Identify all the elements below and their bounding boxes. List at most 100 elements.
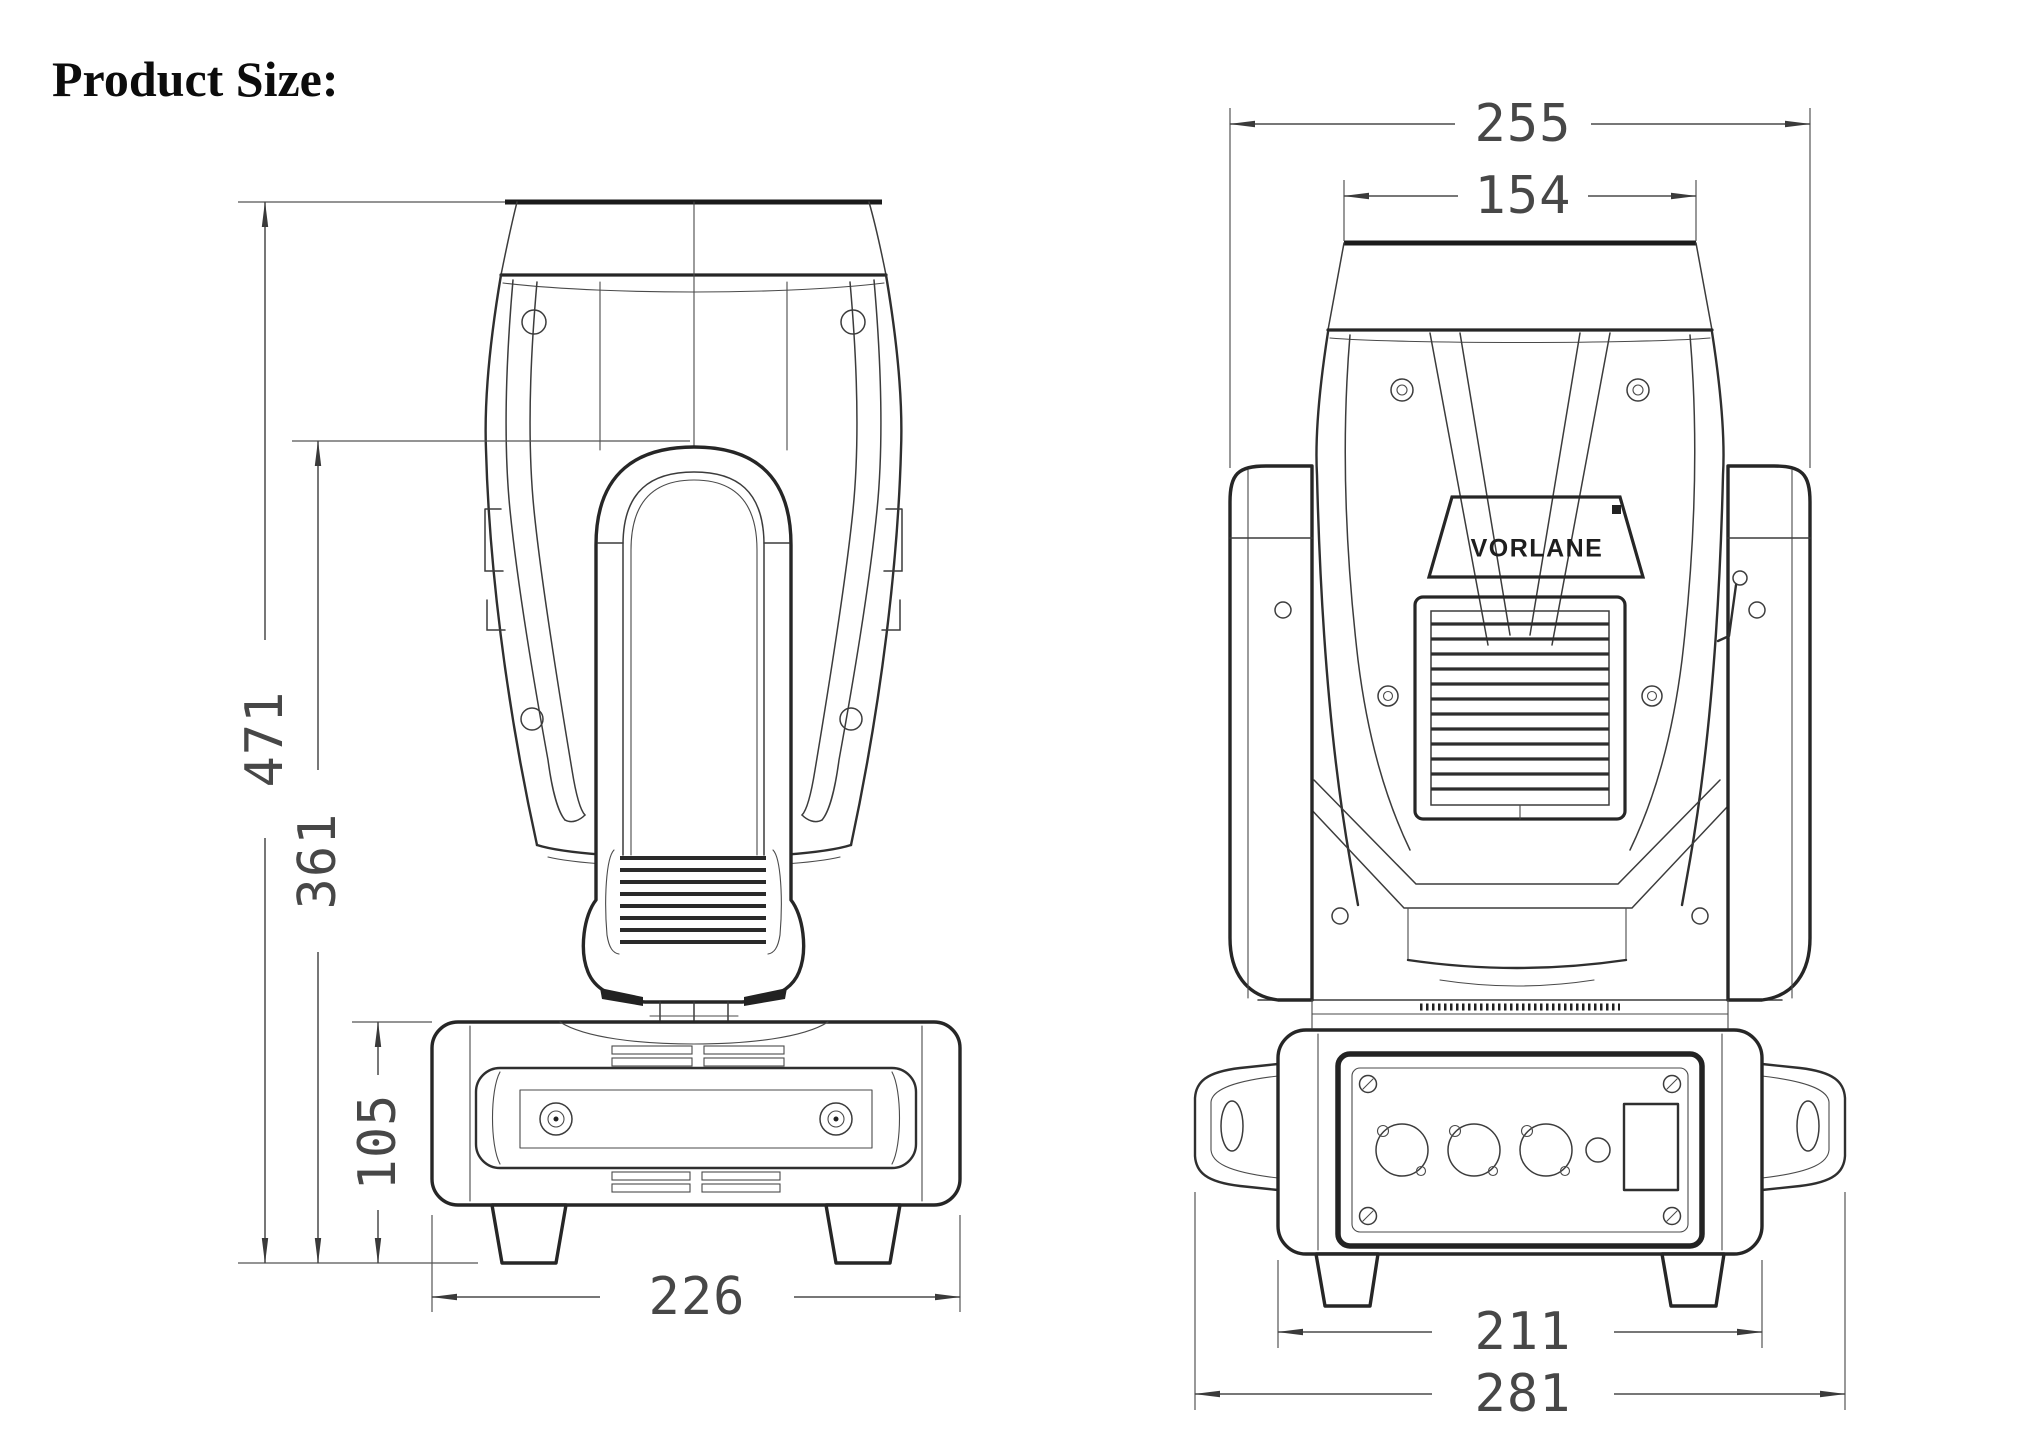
screw-icon-center <box>1646 690 1658 702</box>
side-view-drawing: 471 361 105 226 <box>235 199 962 1327</box>
base-vent-slots <box>611 1045 785 1193</box>
head-left-edge <box>484 273 539 847</box>
screw-icon <box>521 309 547 335</box>
head-right-blade-tip <box>801 814 823 823</box>
head-panel-lines <box>599 281 788 451</box>
base-panel-joints <box>1317 1033 1723 1251</box>
foot <box>1314 1252 1380 1308</box>
yoke-inner-arc <box>622 471 765 856</box>
yoke-crossbeam <box>1257 999 1783 1015</box>
foot <box>1660 1252 1726 1308</box>
head-left-clip <box>484 508 506 631</box>
base-side <box>430 1020 962 1265</box>
dim-head-top-width: 154 <box>1343 166 1697 226</box>
yoke-arm-left <box>1228 464 1314 1002</box>
dim-base-width: 211 <box>1277 1302 1763 1362</box>
ext-line <box>1194 1192 1846 1410</box>
logo-text: VORLANE <box>1471 534 1604 562</box>
screw-icon <box>1641 685 1663 707</box>
screw-icon <box>1748 601 1766 619</box>
foot <box>824 1203 902 1265</box>
screw-icon <box>839 707 863 731</box>
power-socket <box>1622 1102 1680 1192</box>
dim-label-yoke-height: 361 <box>288 813 348 910</box>
yoke-arm-right <box>1726 464 1812 1002</box>
screw-icon <box>1331 907 1349 925</box>
dim-label-base-width: 226 <box>649 1267 746 1327</box>
logo-trademark-dot <box>1612 505 1621 514</box>
yoke-arm-feet-lines <box>1311 999 1729 1029</box>
dim-base-height: 105 <box>348 1021 408 1264</box>
base-front <box>1193 1028 1847 1308</box>
dim-label-overall-width: 281 <box>1475 1364 1572 1424</box>
screw-icon <box>1274 601 1292 619</box>
grille <box>1413 595 1627 821</box>
yoke-arms-front <box>1228 464 1812 1029</box>
dim-label-base-width: 211 <box>1475 1302 1572 1362</box>
head-cap-inner-line <box>1329 337 1711 344</box>
head-right-blade-inner <box>801 281 858 816</box>
screw-icon <box>840 309 866 335</box>
handle-knob <box>819 1102 853 1136</box>
dim-head-width: 255 <box>1229 94 1811 154</box>
yoke-rib-vents <box>620 856 766 944</box>
yoke-foot-wedge <box>744 988 787 1006</box>
screw-icon-center <box>1396 384 1408 396</box>
head-left-blade-inner <box>529 281 586 816</box>
yoke-arm-inner-lines <box>1247 469 1793 999</box>
xlr-connector <box>1447 1123 1501 1177</box>
page-title: Product Size: <box>52 51 339 107</box>
dim-yoke-height: 361 <box>288 440 348 1264</box>
safety-hook <box>1716 570 1748 643</box>
yoke-outline <box>581 445 806 1004</box>
head-left-blade-outer <box>505 279 566 821</box>
ext-line <box>1229 108 1811 468</box>
head-left-crease <box>1344 334 1411 851</box>
screw-icon <box>1626 378 1650 402</box>
ear-hole <box>1220 1100 1244 1152</box>
head-right-edge <box>849 273 903 847</box>
carry-ear-left <box>1193 1062 1280 1192</box>
head-cap-sides <box>500 201 887 276</box>
head-right-clip <box>881 508 903 631</box>
base-mount-plate <box>559 1021 829 1045</box>
carry-ear-right <box>1760 1062 1847 1192</box>
dim-label-overall-height: 471 <box>235 691 295 788</box>
dim-base-width: 226 <box>431 1267 961 1327</box>
logo-badge-outline <box>1426 495 1646 579</box>
handle-knob <box>539 1102 573 1136</box>
panel-screw-icon <box>1358 1074 1682 1226</box>
logo-badge: VORLANE <box>1426 495 1646 579</box>
xlr-connector <box>1375 1123 1429 1177</box>
head-right-edge <box>1680 330 1725 907</box>
ear-hole <box>1796 1100 1820 1152</box>
head-bottom-bezel <box>1307 779 1729 987</box>
base-handle <box>474 1066 918 1170</box>
head-left-blade-tip <box>564 814 586 823</box>
dim-label-base-height: 105 <box>348 1094 408 1191</box>
screw-icon-center <box>1632 384 1644 396</box>
screw-icon <box>1691 907 1709 925</box>
base-outline <box>430 1020 962 1207</box>
screw-icon-center <box>1382 690 1394 702</box>
ext-line <box>1343 180 1697 241</box>
yoke-side <box>581 445 806 1023</box>
grille-slats <box>1431 622 1609 791</box>
dim-label-head-top-width: 154 <box>1475 166 1572 226</box>
screw-icon <box>520 707 544 731</box>
dim-overall-height: 471 <box>235 201 295 1264</box>
base-panel-joints <box>469 1025 923 1202</box>
connector-panel <box>1335 1051 1705 1249</box>
head-right-blade-outer <box>821 279 882 821</box>
pan-shaft-lines <box>659 1001 729 1023</box>
head-front: VORLANE <box>1285 240 1755 987</box>
dim-overall-width: 281 <box>1194 1364 1846 1424</box>
dim-label-head-width: 255 <box>1475 94 1572 154</box>
yoke-foot-wedge <box>600 988 643 1006</box>
screw-icon <box>1377 685 1399 707</box>
front-view-dimensions: 255 154 211 281 <box>1194 94 1846 1424</box>
screw-icon <box>1390 378 1414 402</box>
head-cap-sides <box>1327 242 1713 331</box>
